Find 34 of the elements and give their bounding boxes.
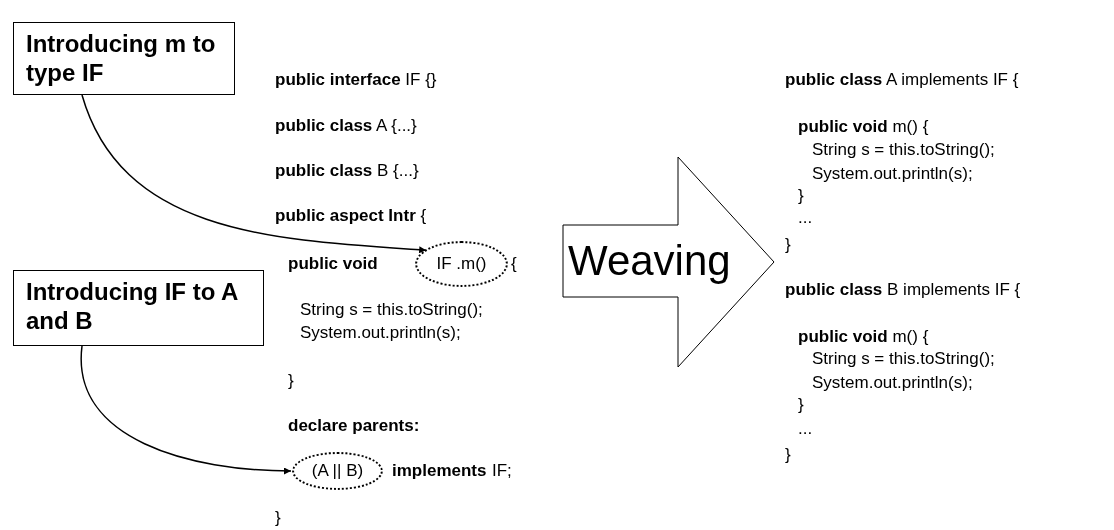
block-arrow: Weaving <box>562 156 776 368</box>
code-line: public class A {...} <box>275 116 417 136</box>
code-line: public class B {...} <box>275 161 419 181</box>
dotted-ellipse: (A || B) <box>292 452 383 490</box>
code-line: declare parents: <box>288 416 420 436</box>
code-line: System.out.println(s); <box>812 373 973 393</box>
code-line: implements <box>392 461 487 481</box>
code-line: String s = this.toString(); <box>812 349 995 369</box>
code-line: System.out.println(s); <box>812 164 973 184</box>
code-line: } <box>785 235 791 255</box>
code-line: } <box>798 186 804 206</box>
code-line: ... <box>798 419 813 439</box>
code-line: IF; <box>492 461 512 481</box>
code-line: public void <box>288 254 378 274</box>
code-line: } <box>275 508 281 528</box>
code-line: ... <box>798 208 813 228</box>
code-line: { <box>511 254 517 274</box>
code-line: public interface IF {} <box>275 70 437 90</box>
code-line: public class A implements IF { <box>785 70 1019 90</box>
code-line: String s = this.toString(); <box>300 300 483 320</box>
code-line: public void m() { <box>798 327 929 347</box>
code-line: public class B implements IF { <box>785 280 1021 300</box>
arrow <box>80 345 292 475</box>
code-line: } <box>785 445 791 465</box>
code-line: public aspect Intr { <box>275 206 427 226</box>
code-line: } <box>288 371 294 391</box>
code-line: public void m() { <box>798 117 929 137</box>
arrow <box>81 94 427 254</box>
code-line: String s = this.toString(); <box>812 140 995 160</box>
callout-box: Introducing IF to A and B <box>13 270 264 346</box>
code-line: System.out.println(s); <box>300 323 461 343</box>
callout-box: Introducing m to type IF <box>13 22 235 95</box>
code-line: } <box>798 395 804 415</box>
dotted-ellipse: IF .m() <box>415 241 508 287</box>
